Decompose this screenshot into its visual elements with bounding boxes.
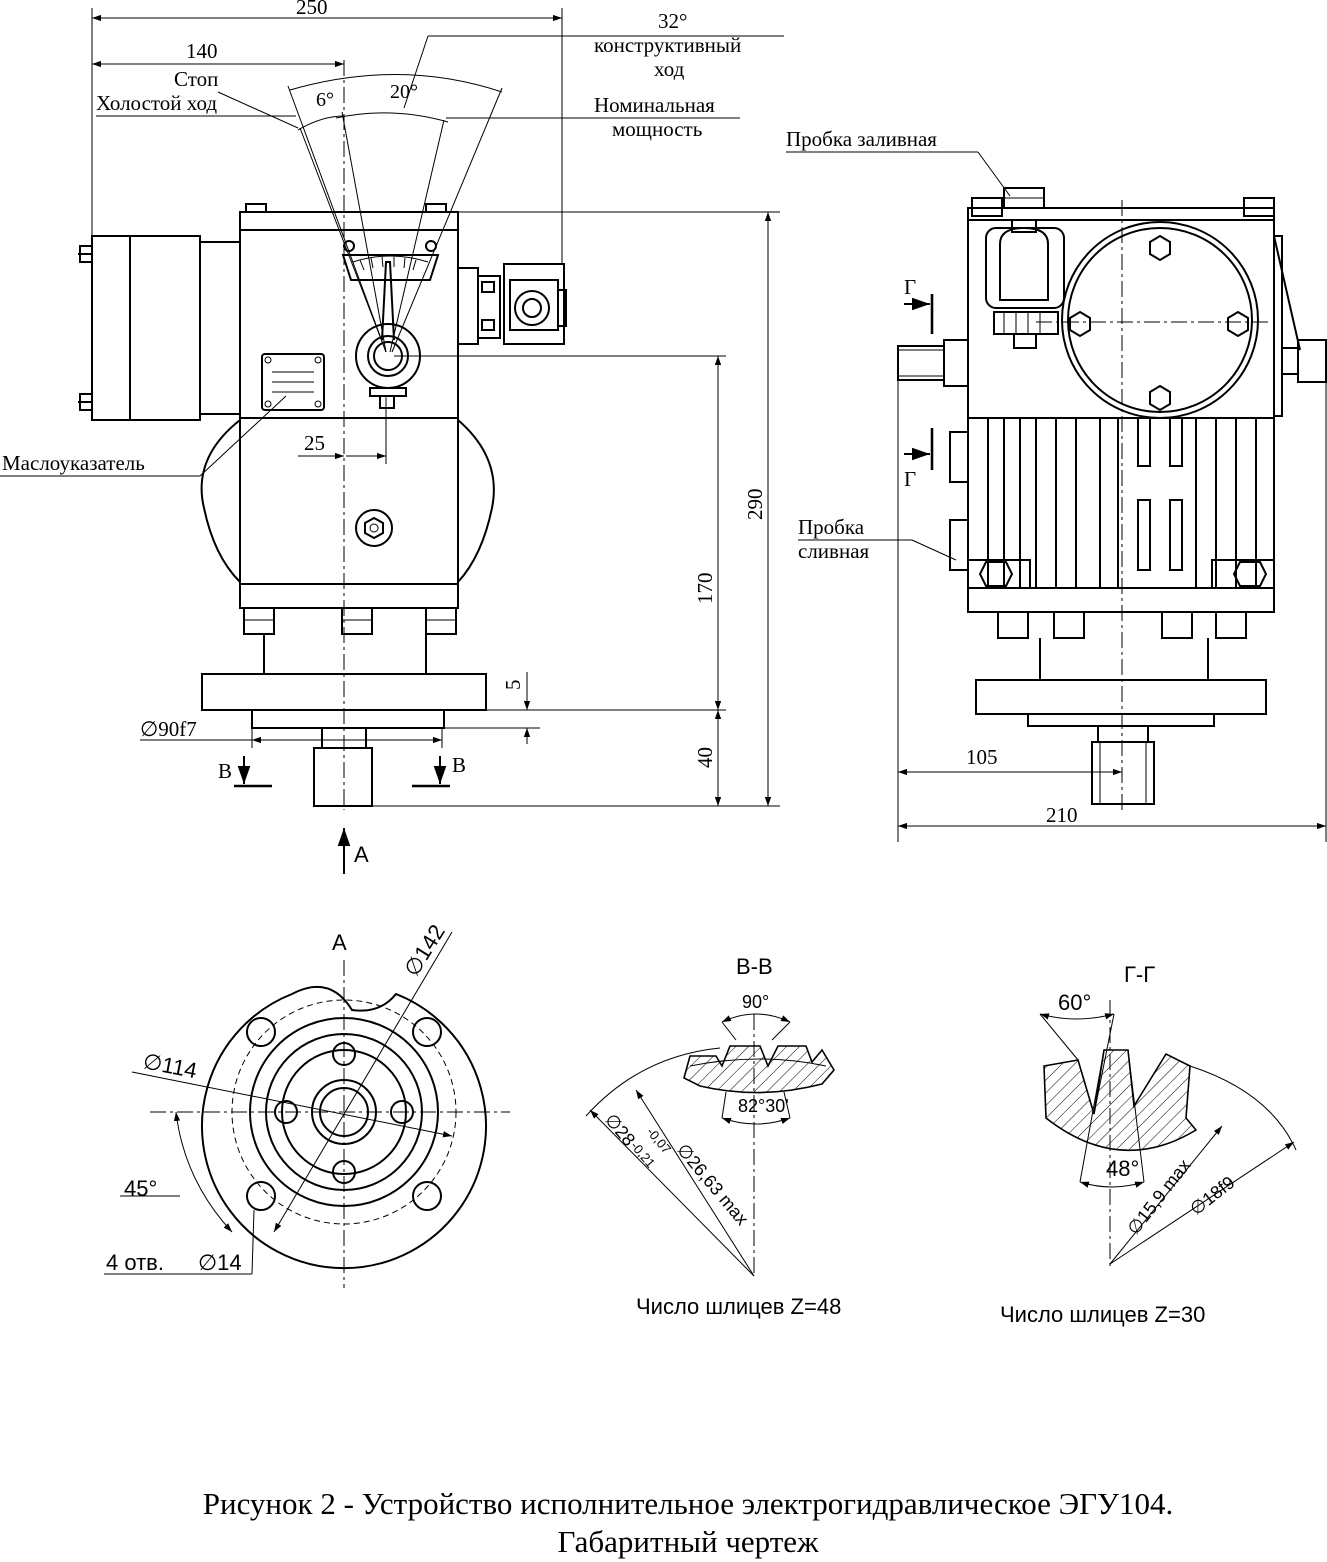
label-idle-run: Холостой ход	[96, 91, 217, 115]
label-constructive: конструктивный	[594, 33, 741, 57]
angle-32: 32°	[658, 9, 687, 33]
holes-count: 4 отв.	[106, 1250, 164, 1275]
dim-d90f7: ∅90f7	[140, 717, 197, 741]
spline-count-bb: Число шлицев Z=48	[636, 1294, 841, 1319]
dim-d18f9: ∅18f9	[1186, 1172, 1238, 1219]
section-mark-g-bottom: Г	[904, 467, 916, 491]
label-drain-plug-2: сливная	[798, 539, 870, 563]
caption: Рисунок 2 - Устройство исполнительное эл…	[203, 1486, 1173, 1559]
dim-210: 210	[1046, 803, 1078, 827]
dim-d26-63: ∅26,63 max	[673, 1140, 752, 1229]
dim-170: 170	[693, 573, 717, 605]
view-a: А ∅142 ∅114 45° 4 отв.	[104, 920, 510, 1288]
dim-290: 290	[743, 489, 767, 521]
view-a-title: А	[332, 930, 347, 955]
dim-d142: ∅142	[399, 920, 450, 981]
section-mark-g-top: Г	[904, 275, 916, 299]
angle-82-30: 82°30'	[738, 1096, 789, 1116]
caption-line-2: Габаритный чертеж	[557, 1524, 819, 1559]
dim-d114: ∅114	[141, 1048, 199, 1083]
label-stop: Стоп	[174, 67, 218, 91]
dim-5: 5	[501, 680, 525, 691]
section-mark-b-left: В	[218, 759, 232, 783]
angle-60: 60°	[1058, 990, 1091, 1015]
dim-250: 250	[296, 0, 328, 19]
front-view: 250 140 32° конструктивный ход Стоп Холо…	[0, 0, 784, 874]
angle-48: 48°	[1106, 1156, 1139, 1181]
section-b-b: В-В 90° 82°30' ∅28 -0,07 -0,21 ∅26,63 ma…	[585, 954, 841, 1319]
caption-line-1: Рисунок 2 - Устройство исполнительное эл…	[203, 1486, 1173, 1521]
view-mark-a: А	[354, 842, 369, 867]
dim-25: 25	[304, 431, 325, 455]
section-gg-title: Г-Г	[1124, 962, 1155, 987]
dim-40: 40	[693, 747, 717, 768]
label-stroke: ход	[654, 57, 685, 81]
dim-d14: ∅14	[198, 1250, 242, 1275]
section-mark-b-right: В	[452, 753, 466, 777]
dim-105: 105	[966, 745, 998, 769]
label-filler-plug: Пробка заливная	[786, 127, 937, 151]
side-view: Пробка заливная Пробка сливная Г Г 105 2…	[786, 127, 1327, 842]
angle-45: 45°	[124, 1176, 157, 1201]
angle-20: 20°	[390, 81, 418, 103]
label-power: мощность	[612, 117, 702, 141]
label-nominal: Номинальная	[594, 93, 715, 117]
label-drain-plug: Пробка	[798, 515, 865, 539]
section-g-g: Г-Г 60° 48° ∅15,9 max ∅18f9 Число шлицев…	[1000, 962, 1297, 1327]
angle-90: 90°	[742, 992, 769, 1012]
spline-count-gg: Число шлицев Z=30	[1000, 1302, 1205, 1327]
angle-6: 6°	[316, 89, 334, 111]
section-bb-title: В-В	[736, 954, 773, 979]
dim-140: 140	[186, 39, 218, 63]
label-oil-gauge: Маслоуказатель	[2, 451, 145, 475]
